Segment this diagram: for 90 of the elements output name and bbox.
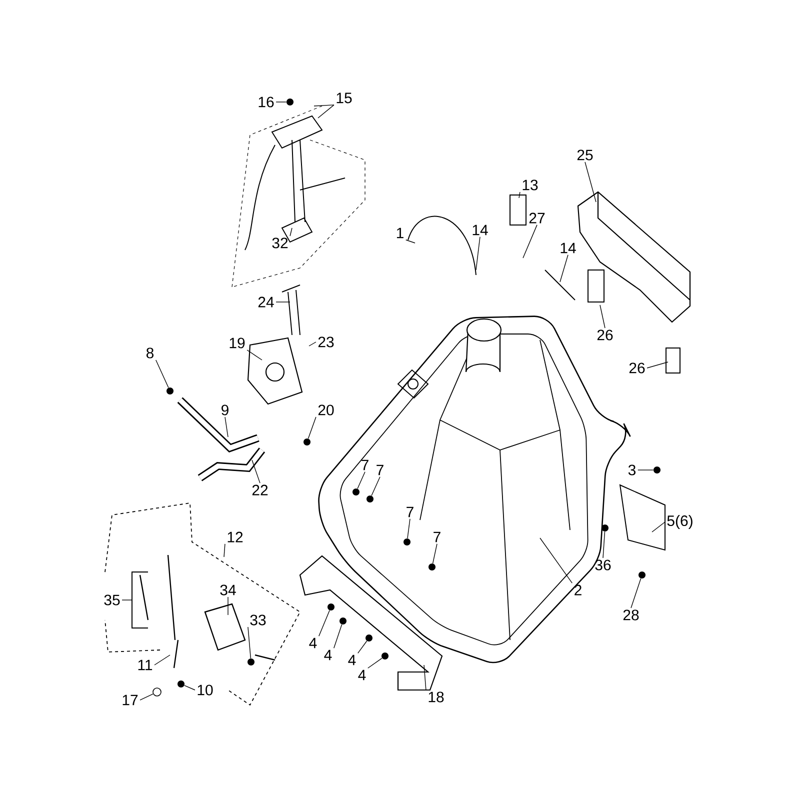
leader-line xyxy=(646,362,668,368)
callout-number: 28 xyxy=(623,610,639,620)
leader-line xyxy=(140,694,154,700)
bolt xyxy=(304,438,310,446)
callout-number: 1 xyxy=(396,228,404,238)
callout-number: 12 xyxy=(228,532,243,542)
leader-line xyxy=(246,350,262,360)
leader-line xyxy=(600,304,606,328)
leader-line xyxy=(560,254,568,282)
bolt xyxy=(638,572,646,578)
leader-line xyxy=(652,522,666,532)
leader-line xyxy=(476,236,480,270)
leader-line xyxy=(432,544,438,564)
bolt xyxy=(602,524,608,532)
leader-line xyxy=(314,104,334,106)
bolt xyxy=(328,604,334,610)
callout-number: 7 xyxy=(406,506,414,518)
leader-line xyxy=(407,518,410,539)
callout-number: 5(6) xyxy=(667,515,692,529)
leader-line xyxy=(522,224,538,258)
leader-line xyxy=(154,654,170,666)
leader-line xyxy=(290,228,292,236)
callout-number: 16 xyxy=(258,96,274,108)
leader-line xyxy=(406,240,416,244)
leader-line xyxy=(540,538,572,584)
callout-number: 4 xyxy=(309,638,317,648)
callout-number: 15 xyxy=(336,92,352,104)
callout-number: 22 xyxy=(252,484,268,496)
leader-line xyxy=(371,476,380,496)
callout-number: 26 xyxy=(597,330,613,340)
callout-number: 7 xyxy=(362,460,368,470)
callout-number: 36 xyxy=(595,560,611,570)
callout-number: 19 xyxy=(230,338,245,348)
leader-line xyxy=(357,472,366,489)
bolt xyxy=(352,488,360,496)
callout-number: 32 xyxy=(272,238,288,248)
callout-number: 20 xyxy=(318,404,334,416)
leader-line xyxy=(318,104,334,118)
callout-number: 7 xyxy=(434,532,440,542)
leader-line xyxy=(368,658,382,668)
callout-number: 7 xyxy=(376,464,384,476)
callout-number: 18 xyxy=(428,692,444,702)
callout-number: 17 xyxy=(122,694,138,706)
leader-line xyxy=(308,342,316,346)
bolt xyxy=(166,388,174,394)
callout-number: 27 xyxy=(529,212,545,224)
callout-number: 24 xyxy=(258,296,274,308)
bolt xyxy=(366,634,372,642)
bolt xyxy=(340,618,346,624)
callout-number: 35 xyxy=(104,594,120,606)
leader-line xyxy=(630,578,642,608)
callout-number: 13 xyxy=(522,180,538,190)
bolt xyxy=(654,466,660,474)
callout-number: 26 xyxy=(629,362,645,374)
bolt xyxy=(366,496,374,502)
callout-number: 3 xyxy=(628,464,636,476)
callout-number: 10 xyxy=(198,684,213,696)
bolt xyxy=(286,98,294,106)
leader-line xyxy=(224,416,228,438)
bolt xyxy=(382,652,388,660)
callout-number: 14 xyxy=(472,224,488,236)
leader-line xyxy=(518,192,520,198)
callout-number: 14 xyxy=(560,242,576,254)
leader-line xyxy=(424,664,426,690)
callout-number: 34 xyxy=(220,584,236,596)
callout-number: 33 xyxy=(250,614,266,626)
leader-line xyxy=(334,624,342,648)
leader-line xyxy=(358,640,368,654)
callout-number: 9 xyxy=(222,404,228,416)
callout-number: 4 xyxy=(358,670,366,680)
leader-line xyxy=(318,610,330,636)
callout-number: 25 xyxy=(577,150,593,160)
callout-number: 4 xyxy=(348,654,356,666)
leader-line xyxy=(224,544,226,558)
leader-line xyxy=(602,531,606,558)
callout-number: 8 xyxy=(146,348,154,358)
leader-line xyxy=(308,416,316,439)
bolt xyxy=(428,564,436,570)
callout-number: 4 xyxy=(324,650,332,660)
leader-line xyxy=(584,162,596,202)
callout-number: 11 xyxy=(138,660,152,670)
callout-number: 23 xyxy=(318,336,334,348)
leader-line xyxy=(248,626,252,659)
bolt xyxy=(248,658,254,666)
bolt xyxy=(404,538,410,546)
leader-line xyxy=(156,360,169,388)
washer xyxy=(152,688,162,696)
bolt xyxy=(178,680,184,688)
leader-line xyxy=(184,685,196,690)
leader-line xyxy=(252,460,260,484)
